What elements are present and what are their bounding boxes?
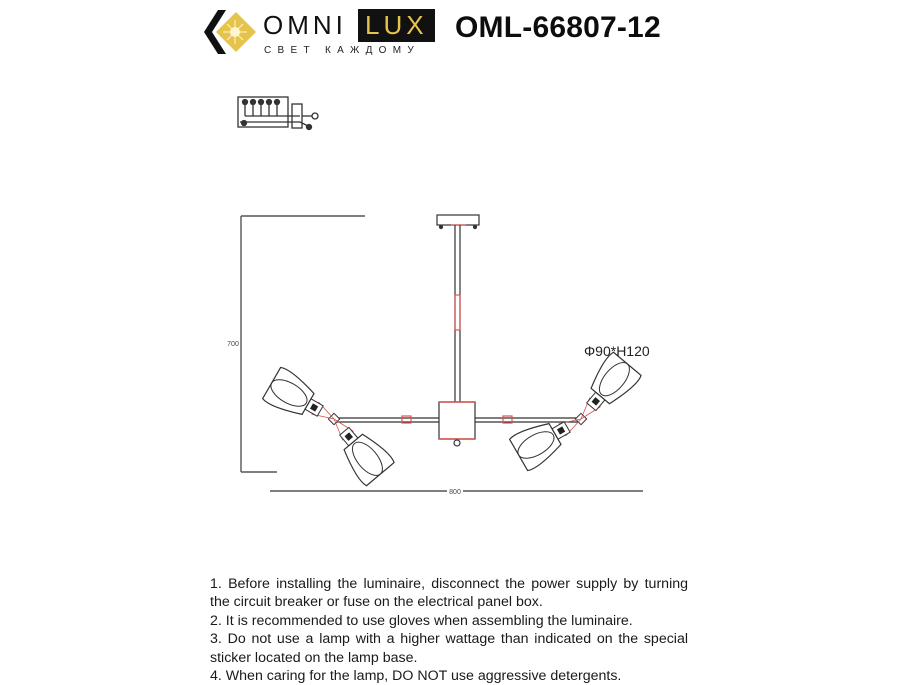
suspension-rod [454, 225, 461, 402]
horizontal-arms [335, 415, 578, 424]
brand-logo: OMNI LUX СВЕТ КАЖДОМУ [200, 6, 435, 58]
brand-name-lux: LUX [358, 9, 435, 42]
height-dimension [240, 215, 365, 473]
omnilux-diamond-icon [204, 10, 256, 54]
left-lamp-pair [261, 366, 395, 487]
note-item: 2. It is recommended to use gloves when … [210, 612, 633, 629]
height-label: 700 [227, 341, 239, 348]
center-hub [438, 401, 476, 447]
technical-drawing: 700 800 [227, 96, 650, 496]
note-item: 4. When caring for the lamp, DO NOT use … [210, 668, 622, 685]
note-item: 3. Do not use a lamp with a higher watta… [210, 631, 688, 666]
right-lamp-pair [508, 351, 642, 472]
model-number: OML-66807-12 [455, 11, 661, 44]
brand-name-omni: OMNI [263, 10, 347, 40]
wiring-diagram-icon [237, 96, 319, 131]
width-label: 800 [449, 489, 461, 496]
note-item: 1. Before installing the luminaire, disc… [210, 576, 688, 611]
shade-size-label: Φ90*H120 [584, 343, 650, 359]
ceiling-canopy [436, 214, 480, 230]
brand-tagline: СВЕТ КАЖДОМУ [264, 45, 421, 56]
safety-notes: 1. Before installing the luminaire, disc… [210, 575, 688, 685]
